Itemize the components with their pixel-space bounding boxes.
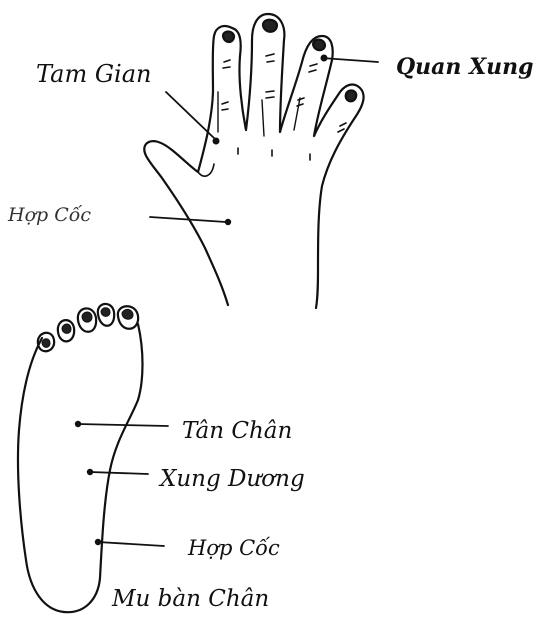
knuckle-marks bbox=[222, 54, 346, 160]
toenail bbox=[82, 312, 92, 322]
pointer-tam-gian bbox=[166, 92, 214, 138]
label-tam-gian: Tam Gian bbox=[36, 62, 151, 86]
label-quan-xung: Quan Xung bbox=[396, 56, 534, 78]
fingernail bbox=[346, 90, 357, 101]
pointer-xung-duong bbox=[90, 472, 148, 474]
label-tan-chan: Tân Chân bbox=[182, 420, 292, 443]
fingernail bbox=[223, 32, 234, 43]
finger-line bbox=[294, 98, 300, 130]
toenail bbox=[42, 339, 50, 348]
pointer-hop-coc-foot bbox=[98, 542, 164, 546]
fingernail bbox=[263, 20, 277, 32]
fingernail bbox=[313, 40, 325, 51]
pointer-tan-chan bbox=[78, 424, 168, 426]
label-hop-coc-foot: Hợp Cốc bbox=[188, 538, 280, 559]
label-hop-coc-hand: Hợp Cốc bbox=[8, 206, 91, 225]
toenail bbox=[101, 308, 110, 317]
point-hop-coc-hand bbox=[225, 219, 231, 225]
point-tam-gian bbox=[213, 138, 220, 145]
label-xung-duong: Xung Dương bbox=[160, 468, 305, 491]
pointer-quan-xung bbox=[322, 58, 378, 62]
toenail bbox=[62, 324, 71, 333]
label-mu-ban-chan: Mu bàn Chân bbox=[112, 588, 269, 611]
finger-line bbox=[262, 100, 264, 136]
foot-outline bbox=[18, 324, 143, 612]
point-quan-xung bbox=[321, 55, 328, 62]
toenail bbox=[122, 309, 133, 319]
